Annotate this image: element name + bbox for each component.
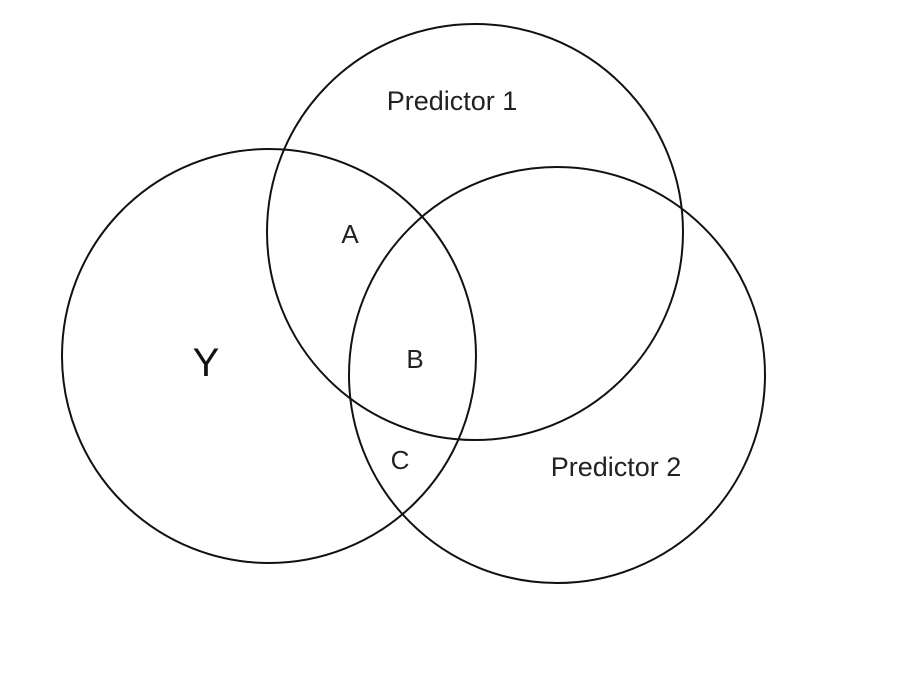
y-circle	[61, 148, 477, 564]
predictor-2-circle	[348, 166, 766, 584]
region-b-label: B	[406, 344, 423, 374]
y-label: Y	[193, 341, 220, 385]
predictor-1-circle	[266, 23, 684, 441]
predictor-1-label: Predictor 1	[387, 86, 518, 116]
predictor-2-label: Predictor 2	[551, 452, 682, 482]
region-c-label: C	[391, 445, 410, 475]
region-a-label: A	[341, 219, 359, 249]
